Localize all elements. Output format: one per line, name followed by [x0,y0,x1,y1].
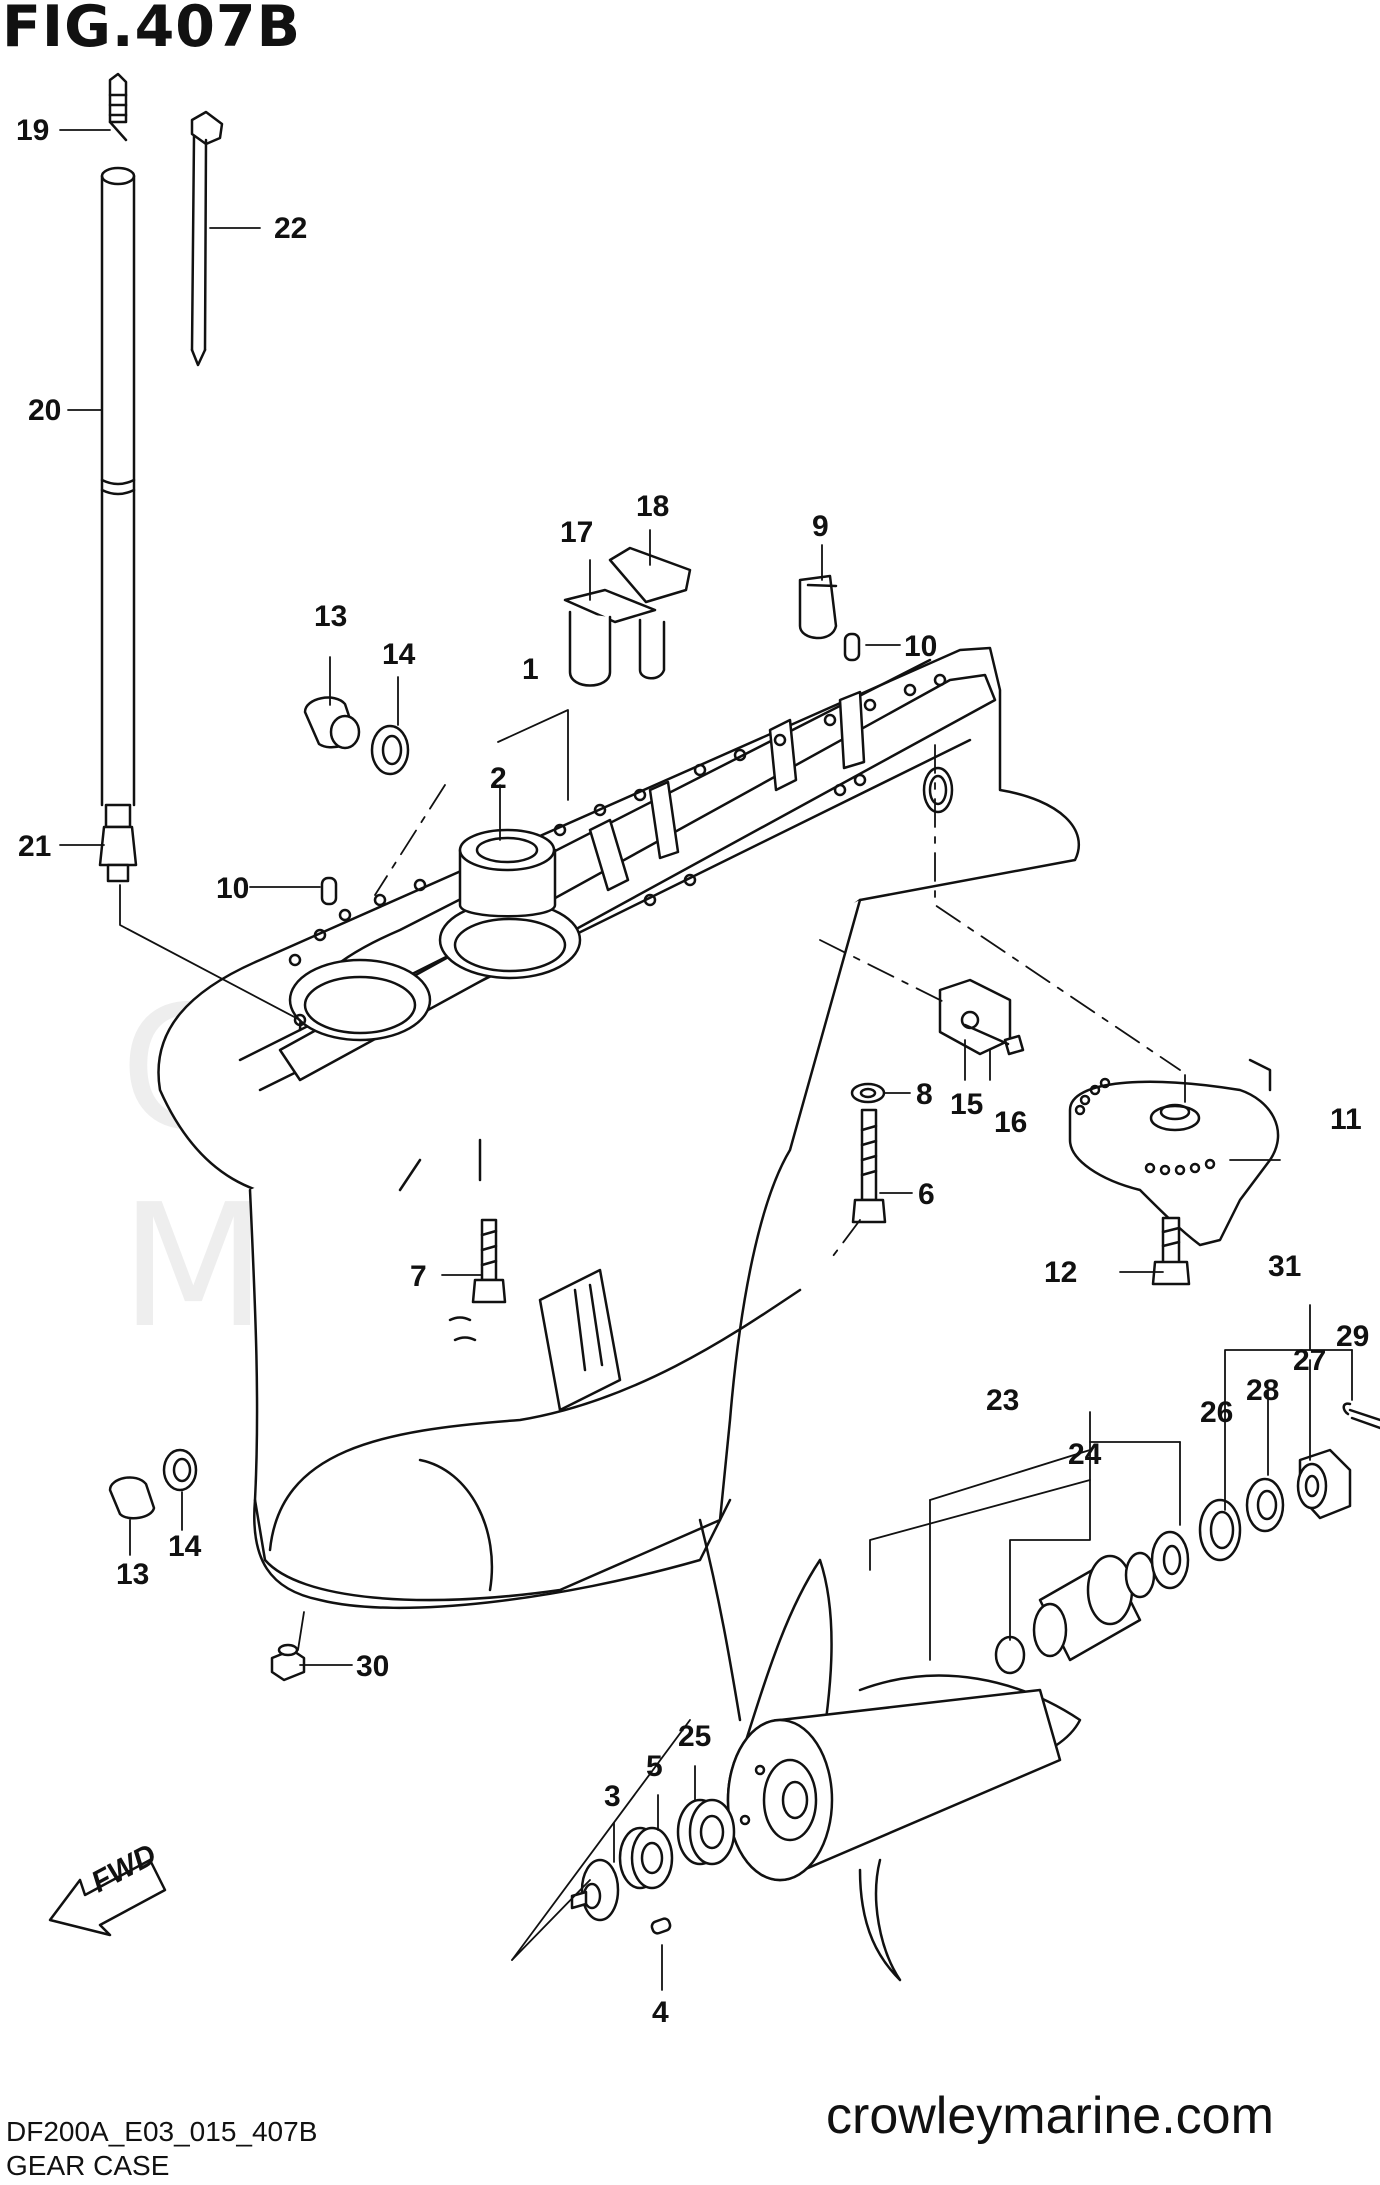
callout-14-lower: 14 [168,1530,202,1563]
callout-6: 6 [918,1178,935,1211]
callout-16: 16 [994,1106,1028,1139]
callout-9: 9 [812,510,829,543]
part-14-washer-upper [370,724,410,776]
part-4-pin [650,1917,672,1935]
fwd-arrow [48,1858,167,1937]
callout-13-upper: 13 [314,600,348,633]
part-7-bolt [471,1218,507,1304]
callout-4: 4 [652,1996,669,2029]
callout-5: 5 [646,1750,663,1783]
part-24-spacer [994,1551,1156,1675]
callout-20: 20 [28,394,62,427]
part-10-pin-upper [843,632,861,662]
part-22-cable-tie [190,110,224,367]
leader-lines [59,129,1353,1991]
part-29-cotter-pin [1342,1402,1380,1430]
callout-24: 24 [1068,1438,1102,1471]
part-12-bolt [1151,1216,1191,1286]
part-25-washer [676,1798,736,1866]
callout-18: 18 [636,490,670,523]
callout-19: 19 [16,114,50,147]
dashed-lines [374,744,1186,1261]
part-13-plug-lower [108,1476,156,1520]
callout-15: 15 [950,1088,984,1121]
callout-7: 7 [410,1260,427,1293]
callout-28: 28 [1246,1374,1280,1407]
deck-holes [288,673,947,1027]
figure-title: FIG.407B [2,0,302,60]
callout-22: 22 [274,212,308,245]
part-30-plug [270,1643,306,1682]
callout-21: 21 [18,830,52,863]
callout-25: 25 [678,1720,712,1753]
part-16-bolt [963,1023,1025,1056]
part-20-shaft [100,166,136,807]
callout-10-lower: 10 [216,872,250,905]
part-24-washer [1150,1530,1190,1590]
callout-31: 31 [1268,1250,1302,1283]
part-3-hub [570,1858,620,1922]
part-28-washer [1245,1477,1285,1533]
callout-29: 29 [1336,1320,1370,1353]
part-15-block [938,978,1012,1056]
callout-14-upper: 14 [382,638,416,671]
callout-1: 1 [522,653,539,686]
callout-27: 27 [1293,1344,1327,1377]
propeller-assembly [726,1558,1082,1982]
part-27-nut [1296,1448,1352,1520]
part-11-anode [1068,1058,1280,1247]
part-5-washer [618,1826,674,1890]
part-9-plate [798,574,838,640]
callout-23: 23 [986,1384,1020,1417]
part-26-washer [1198,1498,1242,1562]
part-17-18-guide [563,546,692,687]
part-13-plug-upper [303,696,361,750]
part-6-bolt [851,1108,887,1224]
callout-2: 2 [490,762,507,795]
gear-case-housing [157,646,1081,1722]
part-8-washer [850,1082,886,1104]
part-14-washer-lower [162,1448,198,1492]
part-21-fitting [98,803,138,883]
diagram-code: DF200A_E03_015_407B [6,2116,318,2147]
callout-10-upper: 10 [904,630,938,663]
callout-30: 30 [356,1650,390,1683]
callout-3: 3 [604,1780,621,1813]
callout-26: 26 [1200,1396,1234,1429]
part-10-pin-lower [320,876,338,906]
part-19-fitting [108,72,128,142]
callout-12: 12 [1044,1256,1078,1289]
website-label[interactable]: crowleymarine.com [826,2087,1274,2145]
callout-13-lower: 13 [116,1558,150,1591]
callout-11: 11 [1330,1103,1362,1136]
section-title: GEAR CASE [6,2150,170,2181]
callout-17: 17 [560,516,594,549]
callout-8: 8 [916,1078,933,1111]
